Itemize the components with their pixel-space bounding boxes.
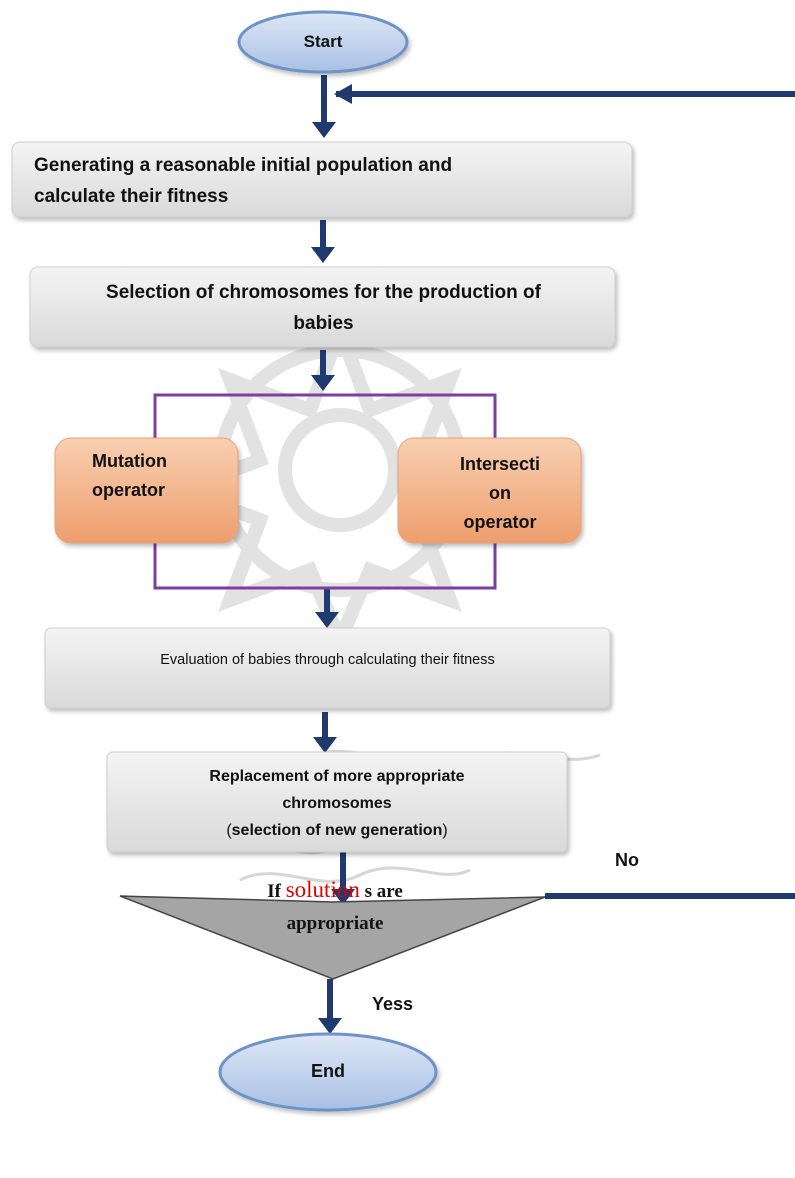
replacement-note-close: ) bbox=[442, 821, 448, 839]
edge-label-yes: Yess bbox=[372, 990, 452, 1018]
replacement-note: (selection of new generation) bbox=[226, 817, 447, 844]
arrowhead-loop-back bbox=[334, 84, 352, 104]
intersection-operator-label: Intersecti on operator bbox=[430, 447, 570, 539]
arrowhead-to-replacement bbox=[313, 737, 337, 753]
decision-suffix: s are bbox=[359, 881, 403, 902]
edge-label-no: No bbox=[615, 846, 675, 874]
arrowhead-to-decision bbox=[331, 889, 355, 905]
arrowhead-to-initial-population bbox=[312, 122, 336, 138]
edge-yes-text: Yess bbox=[372, 993, 414, 1014]
edge-no-text: No bbox=[615, 849, 639, 870]
mutation-line-2: operator bbox=[92, 480, 166, 500]
intersection-line-3: operator bbox=[463, 511, 537, 532]
selection-line-1: Selection of chromosomes for the product… bbox=[106, 282, 541, 303]
end-oval bbox=[218, 1032, 438, 1112]
evaluation-box bbox=[44, 627, 611, 709]
decision-highlight: solution bbox=[285, 877, 360, 902]
mutation-operator-box bbox=[54, 437, 239, 544]
start-text: Start bbox=[303, 32, 343, 51]
replacement-box bbox=[106, 751, 568, 853]
arrowheads bbox=[311, 84, 355, 1034]
replacement-note-open: ( bbox=[226, 821, 232, 839]
arrowhead-to-end bbox=[318, 1018, 342, 1034]
selection-label: Selection of chromosomes for the product… bbox=[36, 274, 611, 342]
intersection-line-2: on bbox=[489, 482, 511, 503]
decision-diamond bbox=[119, 895, 546, 980]
start-label: Start bbox=[243, 27, 403, 57]
arrowhead-to-operators bbox=[311, 375, 335, 391]
arrowhead-to-evaluation bbox=[315, 612, 339, 628]
initial-population-label: Generating a reasonable initial populati… bbox=[34, 148, 624, 214]
decision-line-1: If solution s are bbox=[267, 874, 403, 908]
selection-line-2: babies bbox=[293, 313, 354, 334]
selection-box bbox=[29, 266, 616, 348]
end-text: End bbox=[311, 1060, 345, 1081]
replacement-note-text: selection of new generation bbox=[231, 821, 443, 839]
replacement-line-1: Replacement of more appropriate bbox=[209, 767, 465, 785]
intersection-line-1: Intersecti bbox=[459, 453, 541, 474]
start-oval bbox=[237, 10, 409, 74]
evaluation-label: Evaluation of babies through calculating… bbox=[55, 645, 600, 675]
intersection-operator-box bbox=[397, 437, 582, 544]
initial-population-box bbox=[11, 141, 633, 218]
replacement-line-2: chromosomes bbox=[282, 794, 392, 812]
evaluation-text: Evaluation of babies through calculating… bbox=[160, 652, 495, 668]
mutation-operator-label: Mutation operator bbox=[92, 446, 232, 506]
decision-label: If solution s are appropriate bbox=[205, 873, 465, 941]
connectors bbox=[320, 75, 795, 1020]
initial-population-line-1: Generating a reasonable initial populati… bbox=[34, 155, 453, 176]
decision-prefix: If bbox=[267, 881, 286, 902]
replacement-label: Replacement of more appropriate chromoso… bbox=[112, 756, 562, 850]
arrowhead-to-selection bbox=[311, 247, 335, 263]
mutation-line-1: Mutation bbox=[92, 451, 167, 471]
end-label: End bbox=[248, 1056, 408, 1086]
initial-population-line-2: calculate their fitness bbox=[34, 186, 229, 207]
decision-line-2: appropriate bbox=[286, 913, 384, 934]
